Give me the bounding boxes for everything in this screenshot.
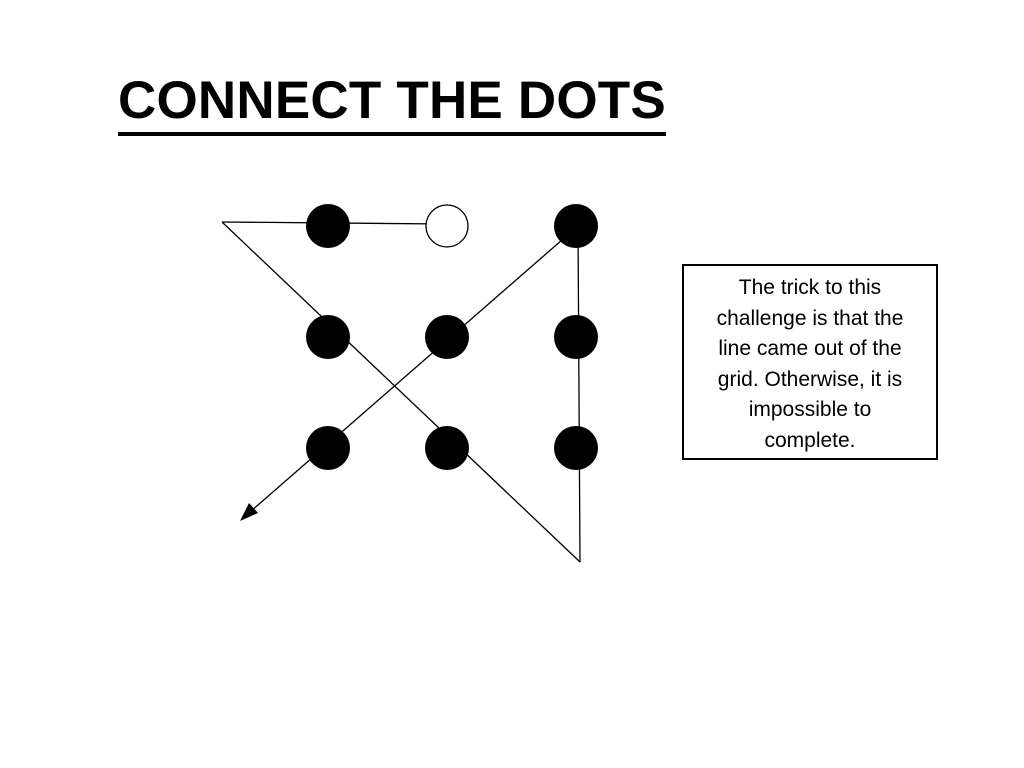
dot-grid — [306, 204, 598, 470]
dot-r1-c1 — [306, 204, 350, 248]
dot-r3-c3 — [554, 426, 598, 470]
arrowhead — [240, 503, 258, 521]
path-segment-4 — [249, 225, 579, 513]
dot-r2-c1 — [306, 315, 350, 359]
slide-title: CONNECT THE DOTS — [118, 70, 666, 136]
explanation-text: The trick to this challenge is that the … — [716, 276, 904, 452]
solution-path — [221, 221, 581, 563]
dot-r3-c1 — [306, 426, 350, 470]
start-dot-open — [425, 204, 469, 248]
dot-r3-c2 — [425, 426, 469, 470]
path-segment-2 — [221, 221, 581, 563]
dot-r1-c3 — [554, 204, 598, 248]
explanation-box: The trick to this challenge is that the … — [682, 264, 938, 460]
path-segment-3 — [577, 225, 581, 563]
dot-r2-c3 — [554, 315, 598, 359]
dot-r2-c2 — [425, 315, 469, 359]
